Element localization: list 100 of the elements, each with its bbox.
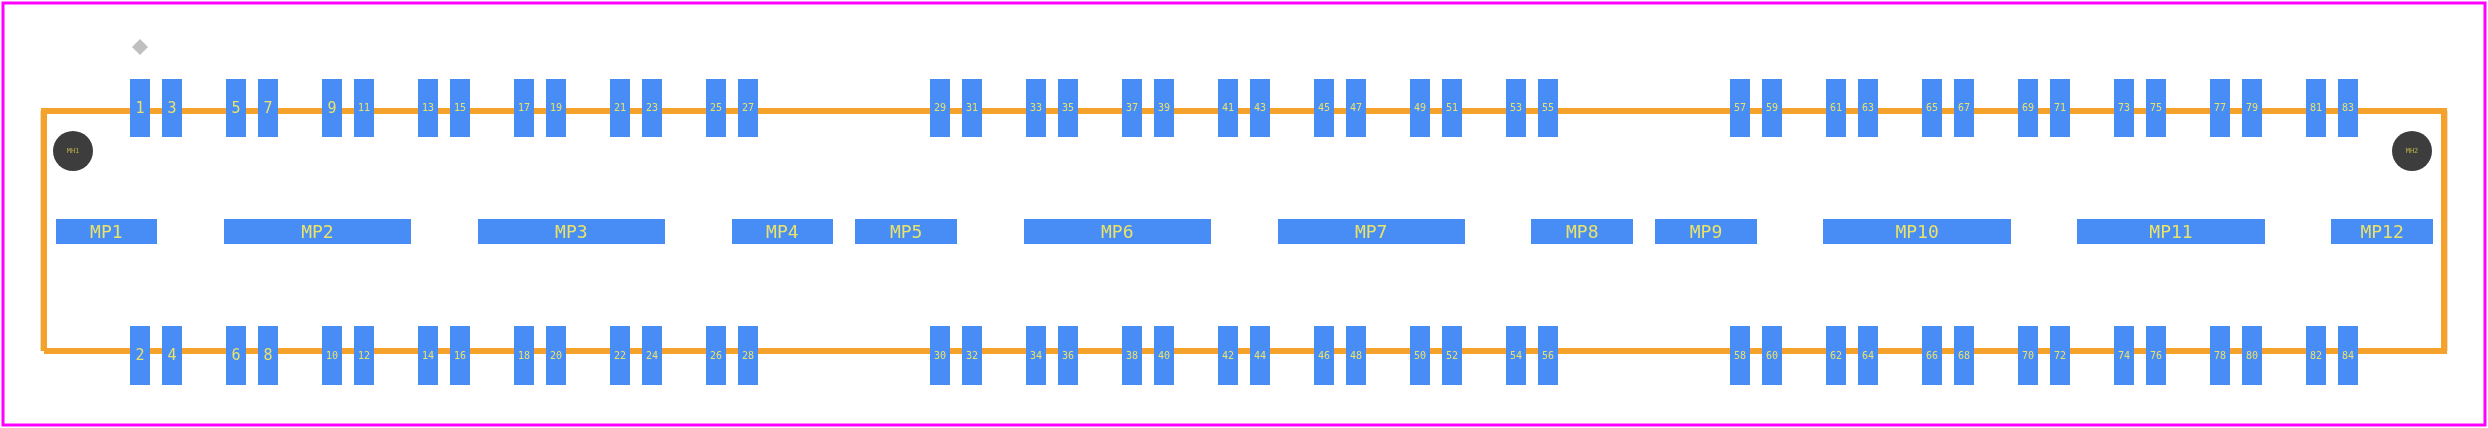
pad-number: MP7 [1354,222,1388,241]
pad-number: 59 [1765,103,1778,113]
smd-pad [1858,326,1878,385]
pad-number: 36 [1061,350,1074,361]
smd-pad [706,79,726,137]
smd-pad [1954,326,1974,385]
pad-number: MP8 [1565,222,1599,241]
smd-pad [1058,326,1078,385]
mounting-hole [53,131,93,171]
pad-number: 68 [1957,350,1970,361]
pad-number: 79 [2245,103,2258,113]
smd-pad [610,79,630,137]
smd-pad [322,79,342,137]
smd-pad [226,326,246,385]
smd-pad [1442,79,1462,137]
pad-number: 1 [135,100,145,116]
pad-number: 40 [1157,350,1170,361]
pad-number: 44 [1253,350,1266,361]
pad-number: 64 [1861,350,1874,361]
smd-pad [514,326,534,385]
pad-number: 84 [2341,350,2354,361]
pad-number: 19 [549,103,562,113]
pad-number: 39 [1157,103,1170,113]
pad-number: 55 [1541,103,1554,113]
smd-pad [1922,79,1942,137]
smd-pad [322,326,342,385]
smd-pad [2210,326,2230,385]
pad-number: 47 [1349,103,1362,113]
pad-number: 33 [1029,103,1042,113]
mounting-pad [2077,219,2265,244]
smd-pad [1538,326,1558,385]
pad-number: 15 [453,103,466,113]
pad-number: 70 [2021,350,2034,361]
smd-pad [1826,326,1846,385]
pad-number: 69 [2021,103,2034,113]
smd-pad [1826,79,1846,137]
pad-number: MP12 [2360,222,2404,241]
smd-pad [1858,79,1878,137]
pad-number: MP11 [2149,222,2193,241]
smd-pad [2210,79,2230,137]
mounting-pad [855,219,957,244]
smd-pad [1314,79,1334,137]
pad-number: 13 [421,103,434,113]
pad-number: 50 [1413,350,1426,361]
smd-pad [2338,79,2358,137]
smd-pad [258,326,278,385]
mounting-pad [1655,219,1757,244]
smd-pad [1346,326,1366,385]
pad-number: 43 [1253,103,1266,113]
smd-pad [1410,79,1430,137]
pad-number: 42 [1221,350,1234,361]
smd-pad [2018,79,2038,137]
pad-number: 6 [231,348,241,363]
pad-number: 20 [549,350,562,361]
pad-number: 34 [1029,350,1042,361]
mounting-pad [477,219,665,244]
smd-pad [706,326,726,385]
smd-pad [1250,79,1270,137]
pad-number: 75 [2149,103,2162,113]
pad-number: 66 [1925,350,1938,361]
mounting-pad [1277,219,1465,244]
smd-pad [2018,326,2038,385]
smd-pad [738,79,758,137]
pad-number: 77 [2213,103,2226,113]
smd-pad [1762,326,1782,385]
smd-pad [546,326,566,385]
pad-number: 9 [327,100,337,116]
pad-number: 8 [263,348,273,363]
mounting-pad [1823,219,2011,244]
smd-pad [162,326,182,385]
smd-pad [1730,326,1750,385]
smd-pad [2146,79,2166,137]
mounting-pad [2331,219,2433,244]
smd-pad [962,79,982,137]
smd-pad [354,326,374,385]
mounting-pad [731,219,834,244]
smd-pad [1058,79,1078,137]
smd-pad [2242,326,2262,385]
pad-number: 65 [1925,103,1938,113]
pad-number: 16 [453,350,466,361]
smd-pad [130,79,150,137]
pad-number: 49 [1413,103,1426,113]
pad-number: 24 [645,350,658,361]
smd-pad [738,326,758,385]
smd-pad [930,326,950,385]
pad-number: 51 [1445,103,1458,113]
smd-pad [2306,326,2326,385]
smd-pad [2050,79,2070,137]
smd-pad [2242,79,2262,137]
smd-pad [2114,326,2134,385]
pad-number: MP4 [766,222,799,241]
pad-number: 31 [965,103,978,113]
pad-number: 46 [1317,350,1330,361]
pad-number: 28 [741,350,754,361]
pad-number: 11 [357,103,370,113]
pad-number: 2 [135,348,145,363]
pad-number: 71 [2053,103,2066,113]
smd-pad [226,79,246,137]
smd-pad [1762,79,1782,137]
pad-number: 52 [1445,350,1458,361]
